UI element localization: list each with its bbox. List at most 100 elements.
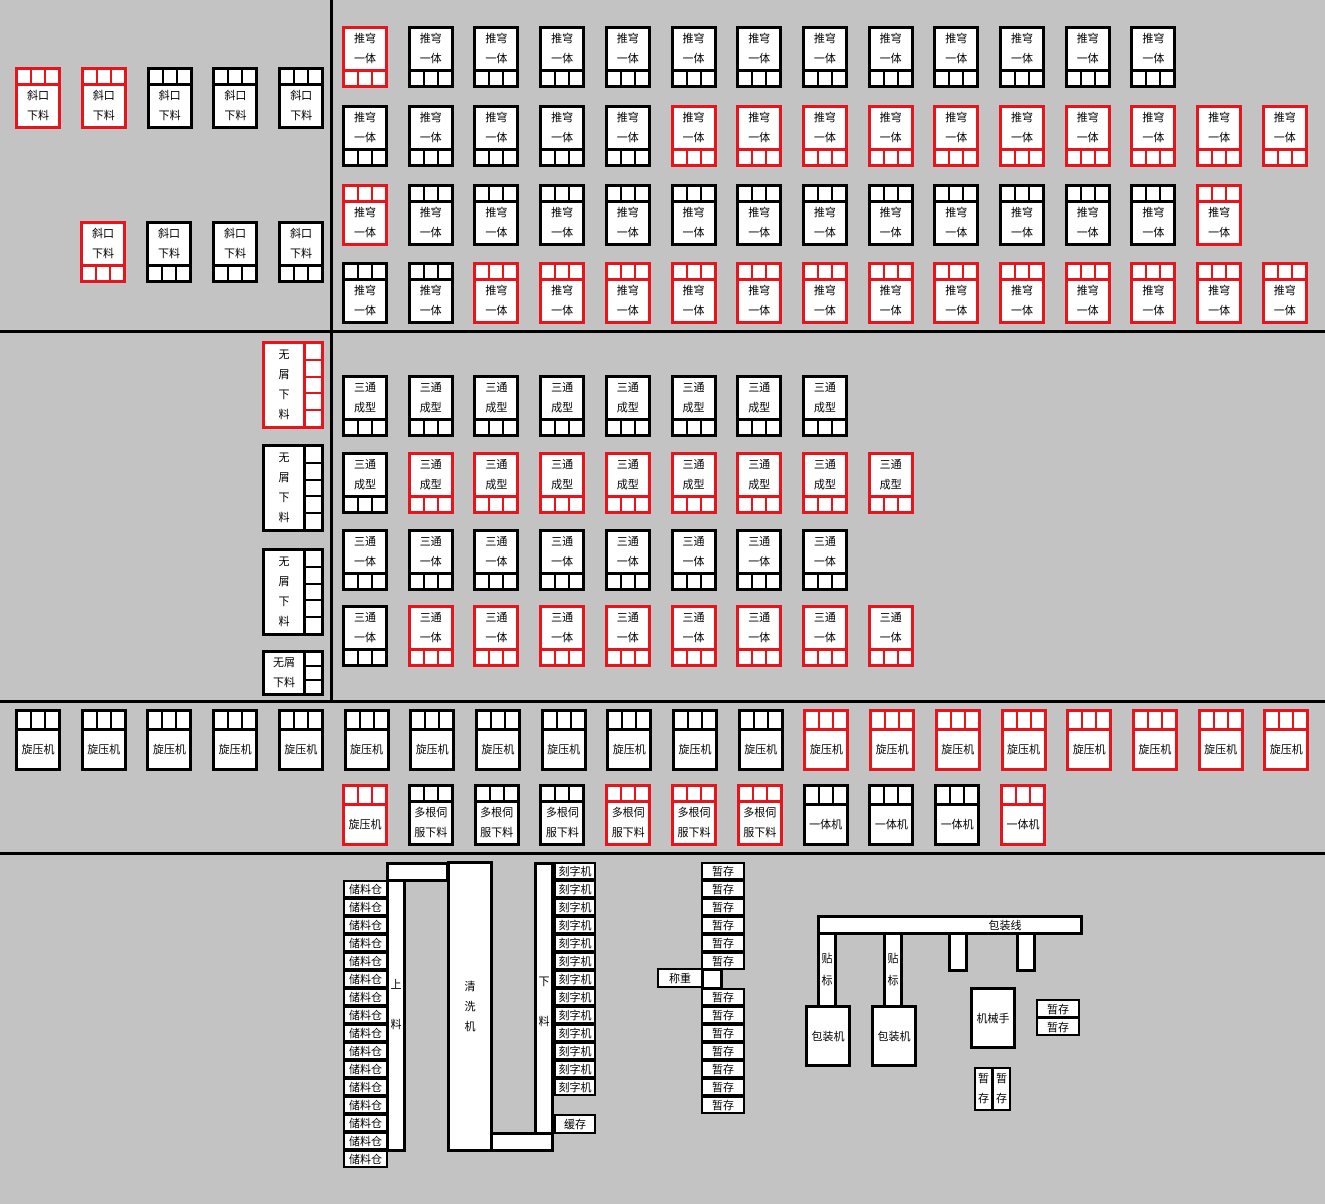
engraving-machine[interactable]: 刻字机 xyxy=(554,988,596,1006)
tuiqiong-machine[interactable]: 推穹一体 xyxy=(539,105,586,167)
tuiqiong-machine[interactable]: 推穹一体 xyxy=(670,262,717,324)
xuanya-machine[interactable]: 旋压机 xyxy=(540,709,587,771)
tuiqiong-machine[interactable]: 推穹一体 xyxy=(867,262,914,324)
santong-yiti-machine[interactable]: 三通一体 xyxy=(473,605,520,667)
santong-chengxing-machine[interactable]: 三通成型 xyxy=(407,375,454,437)
temp-storage[interactable]: 暂存 xyxy=(701,880,745,898)
duogen-machine[interactable]: 多根伺服下料 xyxy=(473,784,520,846)
tuiqiong-machine[interactable]: 推穹一体 xyxy=(539,184,586,246)
xuanya-machine[interactable]: 旋压机 xyxy=(1066,709,1113,771)
engraving-machine[interactable]: 刻字机 xyxy=(554,952,596,970)
santong-chengxing-machine[interactable]: 三通成型 xyxy=(539,375,586,437)
xiekou-machine[interactable]: 斜口下料 xyxy=(146,221,192,283)
xuanya-machine[interactable]: 旋压机 xyxy=(869,709,916,771)
tuiqiong-machine[interactable]: 推穹一体 xyxy=(867,26,914,88)
tuiqiong-machine[interactable]: 推穹一体 xyxy=(1130,26,1177,88)
santong-chengxing-machine[interactable]: 三通成型 xyxy=(736,452,783,514)
tuiqiong-machine[interactable]: 推穹一体 xyxy=(999,184,1045,246)
xiekou-machine[interactable]: 斜口下料 xyxy=(278,67,325,129)
tuiqiong-machine[interactable]: 推穹一体 xyxy=(473,105,520,167)
tuiqiong-machine[interactable]: 推穹一体 xyxy=(736,262,783,324)
tuiqiong-machine[interactable]: 推穹一体 xyxy=(1130,184,1177,246)
xuanya-machine[interactable]: 旋压机 xyxy=(343,709,390,771)
santong-yiti-machine[interactable]: 三通一体 xyxy=(473,529,520,591)
storage-bin[interactable]: 储料仓 xyxy=(343,1024,388,1042)
tuiqiong-machine[interactable]: 推穹一体 xyxy=(1064,26,1111,88)
engraving-machine[interactable]: 刻字机 xyxy=(554,1006,596,1024)
temp-storage[interactable]: 暂存 xyxy=(1036,999,1080,1018)
storage-bin[interactable]: 储料仓 xyxy=(343,1060,388,1078)
tuiqiong-machine[interactable]: 推穹一体 xyxy=(1196,184,1243,246)
engraving-machine[interactable]: 刻字机 xyxy=(554,862,596,880)
storage-bin[interactable]: 储料仓 xyxy=(343,880,388,898)
xiekou-machine[interactable]: 斜口下料 xyxy=(146,67,193,129)
santong-yiti-machine[interactable]: 三通一体 xyxy=(670,529,717,591)
tuiqiong-machine[interactable]: 推穹一体 xyxy=(867,184,914,246)
storage-bin[interactable]: 储料仓 xyxy=(343,988,388,1006)
tuiqiong-machine[interactable]: 推穹一体 xyxy=(473,262,520,324)
engraving-machine[interactable]: 刻字机 xyxy=(554,934,596,952)
xuanya-machine[interactable]: 旋压机 xyxy=(277,709,324,771)
tuiqiong-machine[interactable]: 推穹一体 xyxy=(407,262,454,324)
buffer[interactable]: 缓存 xyxy=(554,1114,596,1134)
xuanya-machine[interactable]: 旋压机 xyxy=(737,709,784,771)
duogen-machine[interactable]: 多根伺服下料 xyxy=(605,784,652,846)
storage-bin[interactable]: 储料仓 xyxy=(343,1078,388,1096)
duogen-machine[interactable]: 多根伺服下料 xyxy=(671,784,717,846)
engraving-machine[interactable]: 刻字机 xyxy=(554,1078,596,1096)
tuiqiong-machine[interactable]: 推穹一体 xyxy=(801,105,848,167)
tuiqiong-machine[interactable]: 推穹一体 xyxy=(604,262,651,324)
tuiqiong-machine[interactable]: 推穹一体 xyxy=(1130,105,1177,167)
tuiqiong-machine[interactable]: 推穹一体 xyxy=(736,26,783,88)
santong-chengxing-machine[interactable]: 三通成型 xyxy=(604,375,651,437)
duogen-machine[interactable]: 多根伺服下料 xyxy=(407,784,454,846)
storage-bin[interactable]: 储料仓 xyxy=(343,970,388,988)
wuxie-machine[interactable]: 无屑下料 xyxy=(262,444,324,532)
santong-yiti-machine[interactable]: 三通一体 xyxy=(342,529,388,591)
yitiji-machine[interactable]: 一体机 xyxy=(802,784,849,846)
xiekou-machine[interactable]: 斜口下料 xyxy=(80,221,126,283)
temp-storage[interactable]: 暂存 xyxy=(1036,1017,1080,1036)
robot-arm[interactable]: 机械手 xyxy=(970,987,1016,1049)
wuxie-machine[interactable]: 无屑下料 xyxy=(262,548,324,636)
santong-yiti-machine[interactable]: 三通一体 xyxy=(539,529,586,591)
temp-storage[interactable]: 暂存 xyxy=(701,1096,745,1114)
tuiqiong-machine[interactable]: 推穹一体 xyxy=(933,26,980,88)
tuiqiong-machine[interactable]: 推穹一体 xyxy=(670,184,717,246)
tuiqiong-machine[interactable]: 推穹一体 xyxy=(407,26,454,88)
storage-bin[interactable]: 储料仓 xyxy=(343,1096,388,1114)
tuiqiong-machine[interactable]: 推穹一体 xyxy=(539,26,586,88)
tuiqiong-machine[interactable]: 推穹一体 xyxy=(342,105,388,167)
tuiqiong-machine[interactable]: 推穹一体 xyxy=(670,105,717,167)
xuanya-machine[interactable]: 旋压机 xyxy=(1131,709,1178,771)
santong-yiti-machine[interactable]: 三通一体 xyxy=(604,529,651,591)
tuiqiong-machine[interactable]: 推穹一体 xyxy=(342,262,388,324)
storage-bin[interactable]: 储料仓 xyxy=(343,916,388,934)
xuanya-machine[interactable]: 旋压机 xyxy=(212,709,259,771)
xiekou-machine[interactable]: 斜口下料 xyxy=(15,67,61,129)
temp-storage[interactable]: 暂存 xyxy=(701,1060,745,1078)
santong-chengxing-machine[interactable]: 三通成型 xyxy=(736,375,783,437)
tuiqiong-machine[interactable]: 推穹一体 xyxy=(736,184,783,246)
tuiqiong-machine[interactable]: 推穹一体 xyxy=(1064,105,1111,167)
engraving-machine[interactable]: 刻字机 xyxy=(554,880,596,898)
storage-bin[interactable]: 储料仓 xyxy=(343,1150,388,1168)
santong-chengxing-machine[interactable]: 三通成型 xyxy=(473,375,520,437)
xiekou-machine[interactable]: 斜口下料 xyxy=(278,221,324,283)
tuiqiong-machine[interactable]: 推穹一体 xyxy=(933,105,980,167)
tuiqiong-machine[interactable]: 推穹一体 xyxy=(1064,184,1111,246)
xuanya-machine[interactable]: 旋压机 xyxy=(1197,709,1244,771)
tuiqiong-machine[interactable]: 推穹一体 xyxy=(604,105,651,167)
engraving-machine[interactable]: 刻字机 xyxy=(554,1042,596,1060)
temp-storage[interactable]: 暂存 xyxy=(701,898,745,916)
santong-chengxing-machine[interactable]: 三通成型 xyxy=(801,375,848,437)
tuiqiong-machine[interactable]: 推穹一体 xyxy=(1064,262,1111,324)
xuanya-machine[interactable]: 旋压机 xyxy=(146,709,193,771)
xuanya-machine[interactable]: 旋压机 xyxy=(803,709,850,771)
tuiqiong-machine[interactable]: 推穹一体 xyxy=(604,26,651,88)
xiekou-machine[interactable]: 斜口下料 xyxy=(212,221,258,283)
temp-storage[interactable]: 暂存 xyxy=(701,934,745,952)
temp-storage[interactable]: 暂存 xyxy=(701,952,745,970)
tuiqiong-machine[interactable]: 推穹一体 xyxy=(1130,262,1177,324)
tuiqiong-machine[interactable]: 推穹一体 xyxy=(801,262,848,324)
